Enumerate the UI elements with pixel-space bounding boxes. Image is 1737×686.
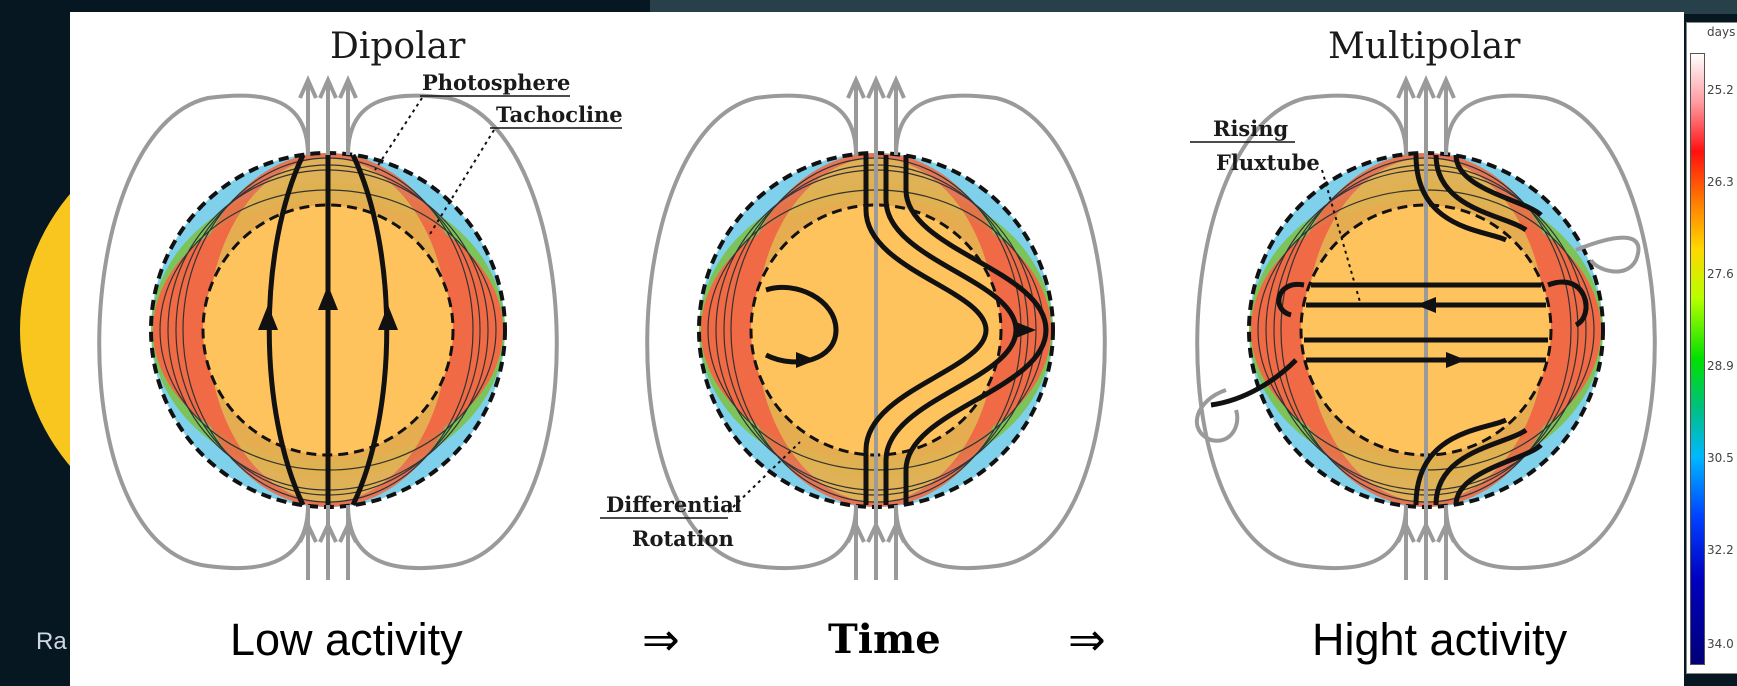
label-rising: Rising <box>1213 116 1288 141</box>
background-partial-text: Ra <box>36 628 67 656</box>
colorbar-tick: 30.5 <box>1707 451 1734 465</box>
colorbar-tick: 27.6 <box>1707 267 1734 281</box>
slide-panel: Dipolar Multipolar Photosphere Tachoclin… <box>70 12 1684 686</box>
colorbar-tick: 28.9 <box>1707 359 1734 373</box>
colorbar-unit: days <box>1707 25 1735 39</box>
photosphere-pointer <box>375 98 422 170</box>
colorbar-tick: 34.0 <box>1707 637 1734 651</box>
panel-title-multipolar: Multipolar <box>1328 26 1521 67</box>
implies-arrow-1: ⇒ <box>642 610 680 670</box>
label-fluxtube: Fluxtube <box>1216 150 1320 175</box>
colorbar-tick: 32.2 <box>1707 543 1734 557</box>
label-differential: Differential <box>606 492 742 517</box>
star-dipolar <box>99 80 557 580</box>
caption-time: Time <box>828 610 941 670</box>
label-tachocline: Tachocline <box>496 102 623 127</box>
label-rotation: Rotation <box>632 526 734 551</box>
panel-title-dipolar: Dipolar <box>330 26 466 67</box>
caption-low-activity: Low activity <box>230 610 463 670</box>
colorbar-gradient <box>1690 53 1705 665</box>
implies-arrow-2: ⇒ <box>1068 610 1106 670</box>
caption-high-activity: Hight activity <box>1312 610 1567 670</box>
dynamo-diagram: Dipolar Multipolar Photosphere Tachoclin… <box>70 12 1684 686</box>
label-photosphere: Photosphere <box>422 70 570 95</box>
colorbar-tick: 26.3 <box>1707 175 1734 189</box>
colorbar-tick: 25.2 <box>1707 83 1734 97</box>
colorbar-legend: days 25.2 26.3 27.6 28.9 30.5 32.2 34.0 <box>1686 22 1737 674</box>
